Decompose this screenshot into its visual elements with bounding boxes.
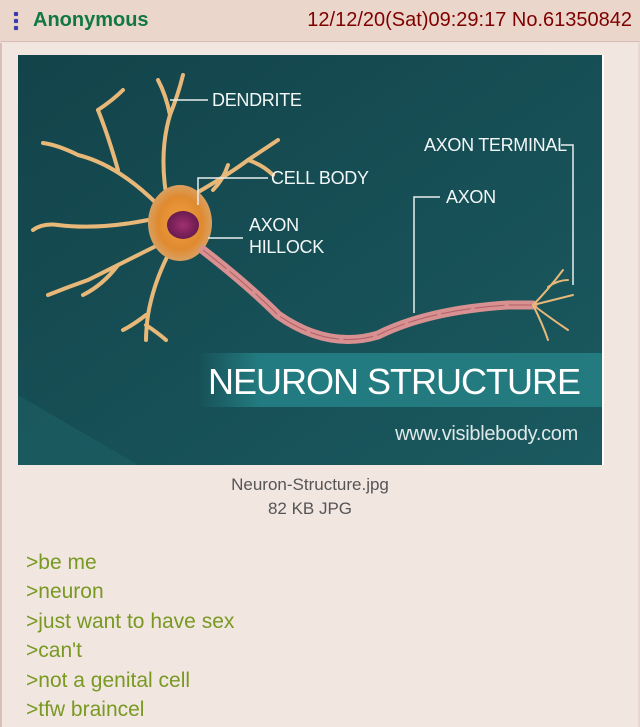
file-size: 82 KB JPG [267, 499, 353, 518]
greentext-line: >tfw braincel [26, 698, 145, 722]
poster-name: Anonymous [33, 9, 149, 31]
post-meta: 12/12/20(Sat)09:29:17 No.61350842 [307, 9, 632, 32]
post-header: Anonymous 12/12/20(Sat)09:29:17 No.61350… [0, 0, 640, 42]
image-title: NEURON STRUCTURE [207, 361, 581, 402]
greentext-line: >can't [26, 639, 82, 663]
label-axon: AXON [446, 187, 496, 207]
greentext-line: >not a genital cell [26, 668, 191, 692]
label-axon-hillock-1: AXON [249, 215, 299, 235]
label-cell-body: CELL BODY [271, 168, 369, 188]
post-image[interactable]: DENDRITE CELL BODY AXON HILLOCK AXON TER… [18, 55, 604, 465]
post-message: >be me >neuron >just want to have sex >c… [26, 548, 234, 724]
post-datetime: 12/12/20(Sat)09:29:17 [307, 9, 507, 31]
greentext-line: >neuron [26, 580, 104, 604]
post-number[interactable]: No.61350842 [511, 9, 632, 31]
greentext-line: >be me [26, 551, 97, 574]
post-body: DENDRITE CELL BODY AXON HILLOCK AXON TER… [0, 43, 640, 727]
greentext-line: >just want to have sex [26, 609, 235, 633]
label-axon-terminal: AXON TERMINAL [424, 135, 567, 155]
label-dendrite: DENDRITE [212, 90, 302, 110]
image-url-watermark: www.visiblebody.com [395, 423, 578, 445]
file-name[interactable]: Neuron-Structure.jpg [231, 475, 389, 494]
vertical-dots-icon[interactable] [12, 12, 20, 30]
label-axon-hillock-2: HILLOCK [249, 237, 324, 257]
title-banner: NEURON STRUCTURE [198, 353, 602, 407]
